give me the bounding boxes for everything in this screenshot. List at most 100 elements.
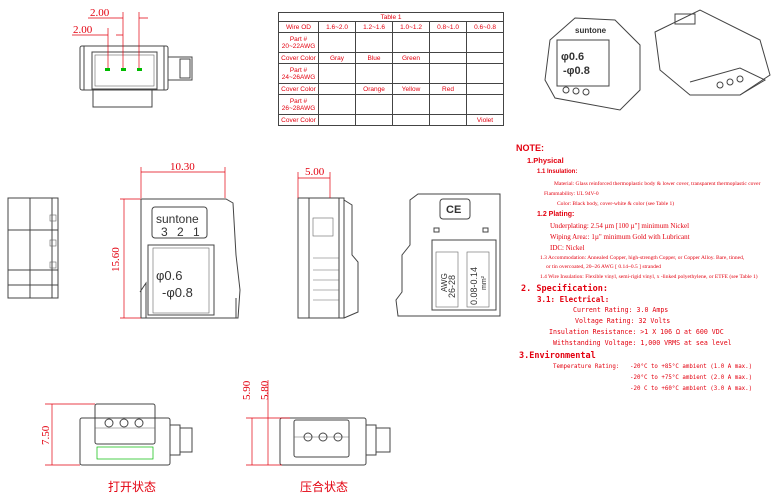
table-cell — [318, 114, 356, 126]
notes-color: Color: Black body, cover-white & color (… — [557, 201, 675, 207]
table-cell — [466, 52, 504, 64]
isometric-view-front: suntone φ0.6 -φ0.8 — [544, 17, 641, 111]
notes-temp-3: -20 C to +60°C ambient (3.0 A max.) — [630, 386, 753, 392]
pin-number-label: 3 2 1 — [161, 225, 203, 239]
closed-state-view: 5.90 5.80 压合状态 — [241, 380, 391, 494]
table-cell — [392, 63, 430, 84]
table-cell — [355, 94, 393, 115]
table-cell — [355, 63, 393, 84]
table-title: Table 1 — [278, 12, 504, 22]
pin-2 — [121, 68, 126, 71]
table-cell — [429, 94, 467, 115]
wire-range-label-1: φ0.6 — [156, 268, 183, 283]
back-view: CE AWG 26-28 0.08-0.14 mm² — [395, 193, 501, 317]
notes-electrical: 3.1: Electrical: — [537, 295, 610, 304]
mm2-unit: mm² — [481, 275, 488, 290]
notes-resistance: Insulation Resistance: >1 X 106 Ω at 600… — [549, 328, 724, 336]
table-header-cell: 1.6~2.0 — [318, 21, 356, 33]
table-cell: Yellow — [392, 83, 430, 95]
notes-wiping: Wiping Area:: 1µ" minimum Gold with Lubr… — [550, 233, 690, 241]
table-cell: Orange — [355, 83, 393, 95]
table-cell: Part # 26~28AWG — [278, 94, 319, 115]
notes-temp-2: -20°C to +75°C ambient (2.0 A max.) — [630, 375, 753, 381]
notes-specification: 2. Specification: — [521, 284, 608, 294]
table-cell: Cover Color — [278, 114, 319, 126]
notes-withstanding: Withstanding Voltage: 1,000 VRMS at sea … — [553, 339, 732, 347]
table-cell — [429, 63, 467, 84]
notes-title: NOTE: — [516, 143, 544, 153]
notes-current: Current Rating: 3.0 Amps — [573, 306, 669, 314]
front-view: suntone 3 2 1 φ0.6 -φ0.8 10.30 15.60 — [110, 161, 241, 319]
table-header-cell: Wire OD — [278, 21, 319, 33]
right-side-view: 5.00 — [297, 166, 359, 319]
notes-material: Material: Glass reinforced thermoplastic… — [554, 181, 761, 187]
table-cell: Part # 20~22AWG — [278, 32, 319, 53]
table-header-cell: 0.8~1.0 — [429, 21, 467, 33]
table-cell: Cover Color — [278, 52, 319, 64]
table-cell: Gray — [318, 52, 356, 64]
ce-mark: CE — [446, 204, 461, 216]
wire-range-label-2: -φ0.8 — [162, 285, 193, 300]
notes-wire-insulation: 1.4 Wire Insulation: Flexible vinyl, sem… — [540, 274, 758, 280]
closed-height-dim-a: 5.90 — [241, 380, 253, 400]
table-cell — [466, 94, 504, 115]
table-header-row: Wire OD 1.6~2.0 1.2~1.6 1.0~1.2 0.8~1.0 … — [278, 21, 504, 33]
table-cell — [392, 32, 430, 53]
table-cell: Blue — [355, 52, 393, 64]
table-header-cell: 1.2~1.6 — [355, 21, 393, 33]
top-view: 2.00 2.00 — [72, 7, 193, 108]
table-cell: Part # 24~26AWG — [278, 63, 319, 84]
notes-flammability: Flammability: UL 94V-0 — [544, 191, 599, 197]
iso-brand: suntone — [575, 26, 607, 35]
table-header-cell: 0.6~0.8 — [466, 21, 504, 33]
table-header-cell: 1.0~1.2 — [392, 21, 430, 33]
table-cell — [466, 63, 504, 84]
isometric-view-back — [654, 9, 771, 96]
notes-accommodation: 1.3 Accommodation: Annealed Copper, high… — [540, 255, 745, 261]
open-state-label: 打开状态 — [108, 480, 156, 494]
table-row: Part # 26~28AWG — [278, 94, 504, 115]
table-cell — [318, 94, 356, 115]
table-cell — [355, 114, 393, 126]
closed-height-dim-b: 5.80 — [259, 380, 271, 400]
wire-table: Table 1 Wire OD 1.6~2.0 1.2~1.6 1.0~1.2 … — [278, 12, 504, 126]
table-row: Part # 24~26AWG — [278, 63, 504, 84]
notes-environmental: 3.Environmental — [519, 351, 596, 361]
closed-state-label: 压合状态 — [300, 479, 348, 494]
notes-temp-label: Temperature Rating: — [553, 364, 620, 370]
table-row: Cover Color Violet — [278, 114, 504, 126]
table-cell: Cover Color — [278, 83, 319, 95]
left-side-view — [7, 197, 59, 299]
table-cell — [392, 94, 430, 115]
table-cell: Violet — [466, 114, 504, 126]
notes-temp-1: -20°C to +85°C ambient (1.0 A max.) — [630, 364, 753, 370]
notes-insulation: 1.1 Insulation: — [537, 169, 578, 175]
notes-underplating: Underplating: 2.54 µm [100 µ"] minimum N… — [550, 222, 690, 230]
notes-plating: 1.2 Plating: — [537, 211, 575, 218]
pitch-dim-lower: 2.00 — [73, 24, 93, 36]
pin-3 — [105, 68, 110, 71]
iso-wire-range-1: φ0.6 — [561, 51, 584, 63]
height-dim: 15.60 — [110, 247, 122, 272]
depth-dim: 5.00 — [305, 166, 325, 178]
table-cell — [318, 32, 356, 53]
width-dim: 10.30 — [170, 161, 195, 173]
table-cell: Green — [392, 52, 430, 64]
table-cell — [318, 63, 356, 84]
notes-voltage: Voltage Rating: 32 Volts — [575, 317, 671, 325]
table-cell — [466, 83, 504, 95]
notes-idc: IDC: Nickel — [550, 244, 585, 252]
iso-wire-range-2: -φ0.8 — [563, 65, 590, 77]
open-state-view: 7.50 打开状态 — [40, 403, 193, 494]
table-cell — [392, 114, 430, 126]
table-cell — [429, 32, 467, 53]
table-cell — [429, 114, 467, 126]
table-cell — [355, 32, 393, 53]
pitch-dim-upper: 2.00 — [90, 7, 110, 19]
mm2-range: 0.08-0.14 — [469, 267, 479, 305]
table-cell — [318, 83, 356, 95]
notes-physical: 1.Physical — [527, 156, 564, 165]
